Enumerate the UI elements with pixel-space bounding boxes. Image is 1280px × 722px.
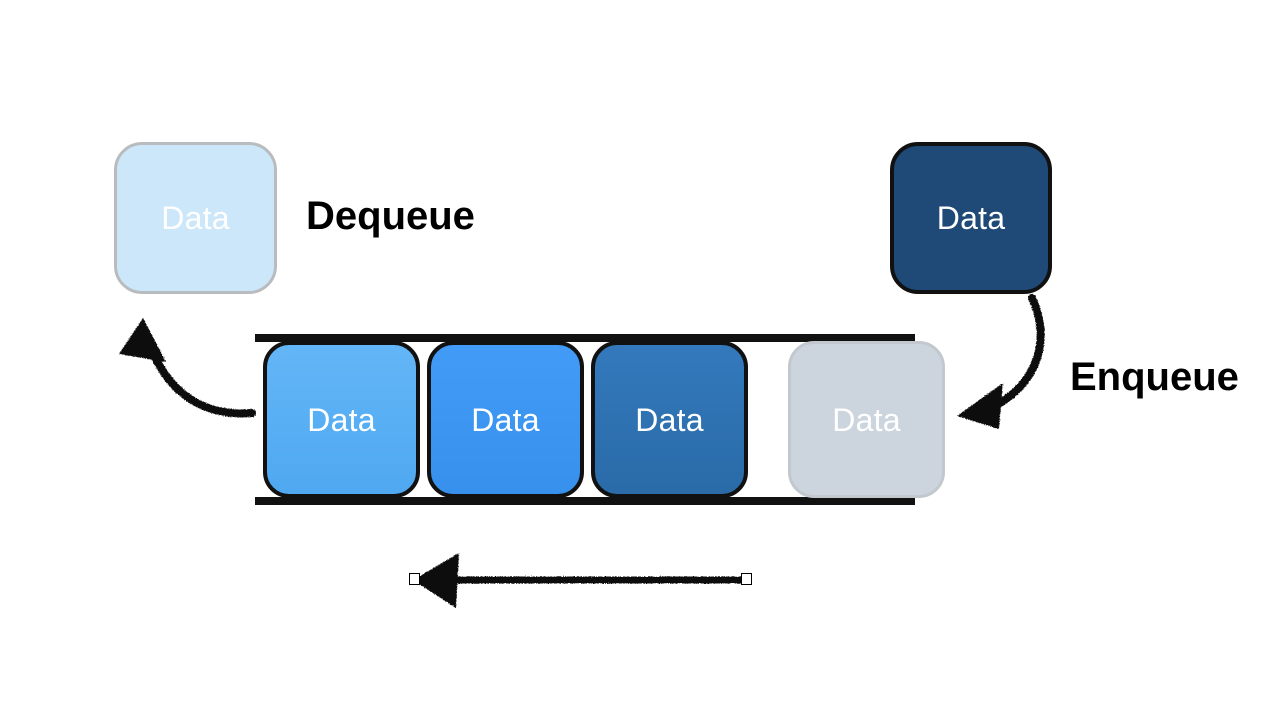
enqueue-label: Enqueue — [1070, 355, 1239, 399]
arrow-handle-start[interactable] — [409, 573, 420, 585]
queue-slot-front-label: Data — [307, 401, 376, 438]
dequeue-label: Dequeue — [306, 194, 475, 238]
queue-slot-rear-label: Data — [635, 401, 704, 438]
enqueue-arrow — [957, 294, 1045, 429]
incoming-data-card[interactable]: Data — [890, 142, 1052, 294]
queue-rail-top — [255, 334, 915, 342]
queue-slot-middle-label: Data — [471, 401, 540, 438]
dequeued-data-card-label: Data — [161, 200, 230, 236]
incoming-data-card-label: Data — [936, 200, 1006, 236]
queue-slot-empty[interactable]: Data — [788, 341, 945, 498]
queue-slot-rear[interactable]: Data — [591, 341, 748, 498]
arrow-handle-end[interactable] — [741, 573, 752, 585]
queue-rail-bottom — [255, 497, 915, 505]
queue-slot-empty-label: Data — [832, 401, 901, 438]
queue-slot-middle[interactable]: Data — [427, 341, 584, 498]
queue-direction-arrow[interactable] — [413, 553, 745, 608]
dequeued-data-card[interactable]: Data — [114, 142, 277, 294]
queue-slot-front[interactable]: Data — [263, 341, 420, 498]
dequeue-arrow — [119, 318, 256, 418]
